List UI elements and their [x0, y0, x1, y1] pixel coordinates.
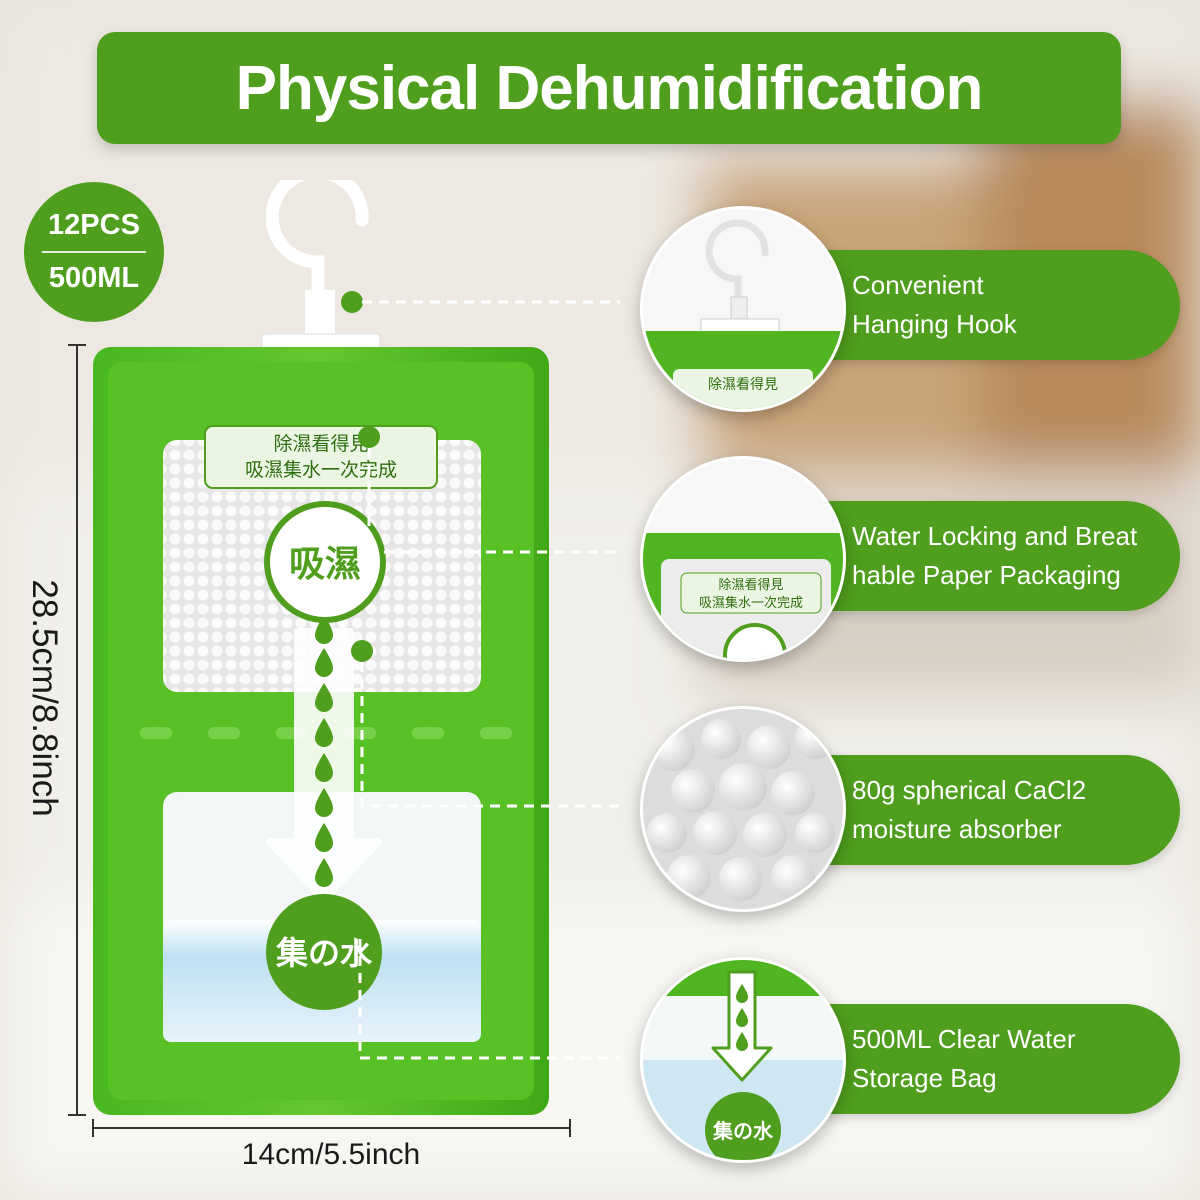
feature-text-water-bag: 500ML Clear Water Storage Bag [852, 1024, 1076, 1093]
collect-label: 集の水 [275, 934, 373, 972]
dimension-lines [68, 344, 571, 1137]
hook-icon: 除濕看得見 [640, 206, 846, 412]
width-dimension: 14cm/5.5inch [241, 1138, 421, 1171]
feature-text-beads: 80g spherical CaCl2 moisture absorber [852, 775, 1087, 844]
water-bag-icon: 集の水 [640, 957, 846, 1163]
svg-text:集の水: 集の水 [712, 1119, 774, 1143]
badge-divider [42, 251, 146, 253]
pack-volume: 500ML [48, 262, 140, 294]
spec-badge: 12PCS 500ML [24, 182, 164, 322]
hanging-hook [261, 180, 381, 375]
beads-icon [640, 706, 846, 912]
svg-text:除濕看得見: 除濕看得見 [718, 577, 783, 593]
absorb-label: 吸濕 [289, 544, 361, 585]
page-title: Physical Dehumidification [235, 53, 984, 123]
svg-text:吸濕集水一次完成: 吸濕集水一次完成 [699, 595, 803, 611]
pack-count: 12PCS [48, 209, 140, 241]
feature-text-packaging: Water Locking and Breat hable Paper Pack… [852, 521, 1138, 590]
product-illustration: 除濕看得見 吸濕集水一次完成 吸濕 集の水 [68, 180, 620, 1137]
flow-arrow [266, 615, 382, 902]
title-banner: Physical Dehumidification [97, 32, 1121, 144]
svg-text:除濕看得見: 除濕看得見 [708, 376, 778, 393]
bag-header-line1: 除濕看得見 [273, 433, 368, 455]
bag-header-line2: 吸濕集水一次完成 [245, 459, 397, 481]
paper-packaging-icon: 除濕看得見 吸濕集水一次完成 [640, 456, 846, 662]
feature-text-hook: Convenient Hanging Hook [852, 270, 1017, 339]
